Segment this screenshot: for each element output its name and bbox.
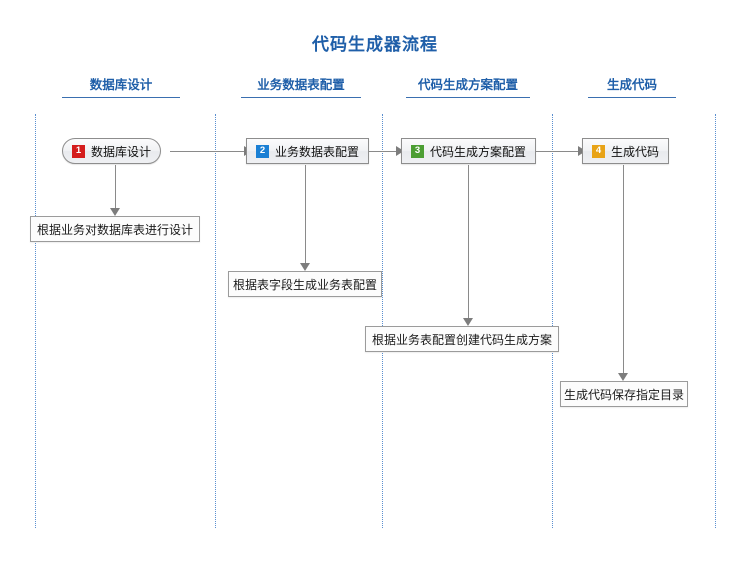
arrowhead-step2-to-step3 <box>396 146 404 156</box>
column-header-database-design: 数据库设计 <box>62 74 180 98</box>
step-badge-3: 3 <box>411 144 424 158</box>
column-divider-2 <box>215 114 216 528</box>
step-badge-4: 4 <box>592 144 605 158</box>
step-badge-2: 2 <box>256 144 269 158</box>
arrowhead-step1-to-desc1 <box>110 208 120 216</box>
description-box-database-design: 根据业务对数据库表进行设计 <box>30 216 200 242</box>
column-header-business-table-config: 业务数据表配置 <box>241 74 361 98</box>
step-label-generate-code: 生成代码 <box>611 144 660 159</box>
step-node-database-design[interactable]: 1 数据库设计 <box>62 138 162 164</box>
step-node-codegen-plan-config[interactable]: 3 代码生成方案配置 <box>401 138 537 164</box>
step-node-generate-code[interactable]: 4 生成代码 <box>582 138 670 164</box>
column-divider-1 <box>35 114 36 528</box>
connector-step2-to-desc2 <box>305 165 306 266</box>
connector-step3-to-step4 <box>530 151 582 152</box>
connector-step1-to-step2 <box>170 151 246 152</box>
arrowhead-step4-to-desc4 <box>618 373 628 381</box>
step-label-business-table-config: 业务数据表配置 <box>275 144 360 159</box>
connector-step4-to-desc4 <box>623 165 624 376</box>
step-label-database-design: 数据库设计 <box>91 144 152 159</box>
arrowhead-step2-to-desc2 <box>300 263 310 271</box>
connector-step3-to-desc3 <box>468 165 469 321</box>
column-divider-3 <box>382 114 383 528</box>
column-header-generate-code: 生成代码 <box>588 74 676 98</box>
description-box-business-table-config: 根据表字段生成业务表配置 <box>228 271 382 297</box>
step-badge-1: 1 <box>72 144 85 158</box>
connector-step2-to-step3 <box>361 151 401 152</box>
column-header-codegen-plan-config: 代码生成方案配置 <box>406 74 530 98</box>
connector-step1-to-desc1 <box>115 165 116 211</box>
arrowhead-step3-to-desc3 <box>463 318 473 326</box>
page-title: 代码生成器流程 <box>312 35 438 54</box>
column-divider-4 <box>552 114 553 528</box>
description-box-codegen-plan-config: 根据业务表配置创建代码生成方案 <box>365 326 559 352</box>
column-divider-5 <box>715 114 716 528</box>
step-label-codegen-plan-config: 代码生成方案配置 <box>430 144 527 159</box>
description-box-generate-code: 生成代码保存指定目录 <box>560 381 688 407</box>
step-node-business-table-config[interactable]: 2 业务数据表配置 <box>246 138 370 164</box>
